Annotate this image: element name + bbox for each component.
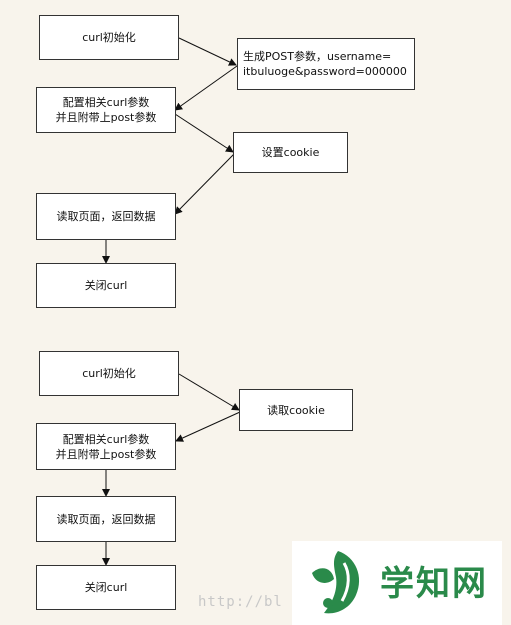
arrow2-cookie-to-config bbox=[175, 411, 241, 442]
flow2-read-label: 读取页面，返回数据 bbox=[56, 512, 156, 526]
leaf-logo-icon bbox=[312, 551, 360, 614]
arrow2-init-to-cookie bbox=[178, 373, 240, 411]
watermark-brand: 学知网 bbox=[380, 564, 488, 604]
flow1-params-box: 生成POST参数，username= itbuluoge&password=00… bbox=[237, 38, 415, 90]
flow1-close-label: 关闭curl bbox=[84, 279, 128, 292]
flow1-close-box: 关闭curl bbox=[36, 263, 176, 308]
flow1-cookie-label: 设置cookie bbox=[261, 146, 320, 159]
flow2-cookie-box: 读取cookie bbox=[239, 389, 353, 431]
flow1-init-label: curl初始化 bbox=[82, 31, 136, 44]
flow2-cookie-label: 读取cookie bbox=[267, 403, 325, 417]
flow2-read-box: 读取页面，返回数据 bbox=[36, 496, 176, 542]
flow2-config-box: 配置相关curl参数 并且附带上post参数 bbox=[36, 423, 176, 470]
arrow-config-to-cookie bbox=[174, 113, 234, 153]
arrow-params-to-config bbox=[174, 65, 238, 111]
flow1-params-label: 生成POST参数，username= itbuluoge&password=00… bbox=[243, 50, 407, 78]
arrow-cookie-to-read bbox=[174, 153, 235, 215]
flow1-read-box: 读取页面，返回数据 bbox=[36, 193, 176, 240]
flow1-config-box: 配置相关curl参数 并且附带上post参数 bbox=[36, 87, 176, 133]
watermark-badge: 学知网 bbox=[292, 541, 502, 625]
flow1-cookie-box: 设置cookie bbox=[233, 132, 348, 173]
flow2-close-label: 关闭curl bbox=[84, 581, 128, 594]
flow2-init-box: curl初始化 bbox=[39, 351, 179, 396]
flow2-init-label: curl初始化 bbox=[82, 367, 136, 380]
flow1-config-label: 配置相关curl参数 并且附带上post参数 bbox=[55, 96, 157, 124]
arrow-init-to-params bbox=[178, 37, 237, 66]
flow1-read-label: 读取页面，返回数据 bbox=[56, 210, 156, 223]
watermark-url: http://bl bbox=[198, 594, 283, 610]
flow1-init-box: curl初始化 bbox=[39, 15, 179, 60]
flow2-close-box: 关闭curl bbox=[36, 565, 176, 610]
flow2-config-label: 配置相关curl参数 并且附带上post参数 bbox=[55, 432, 157, 461]
